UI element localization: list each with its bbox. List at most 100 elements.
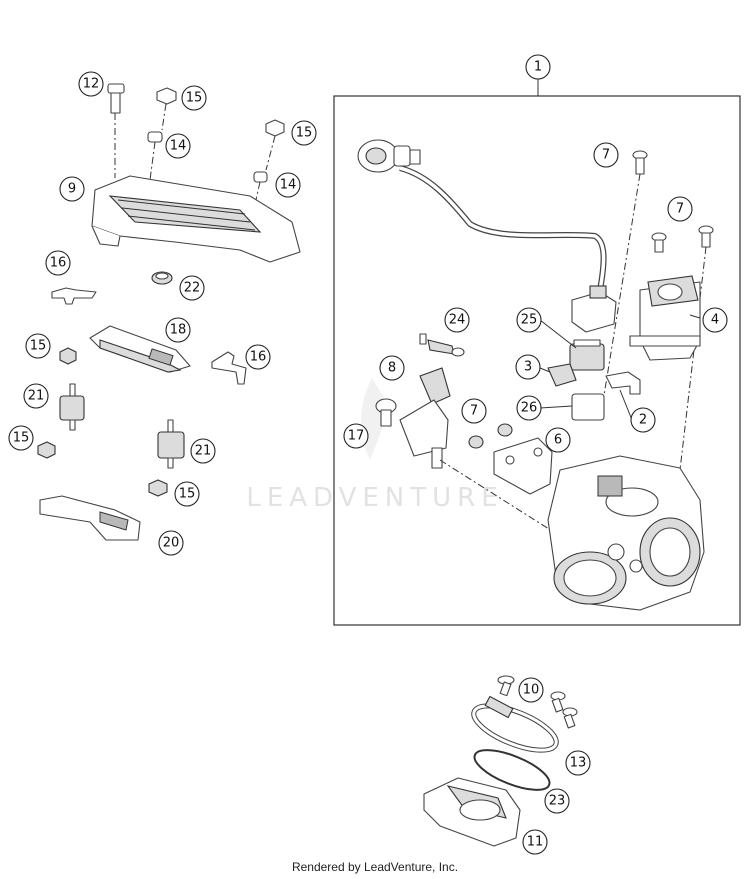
callout-23: 23 bbox=[544, 788, 570, 814]
callout-13: 13 bbox=[565, 750, 591, 776]
callout-21-b: 21 bbox=[190, 438, 216, 464]
callout-15-c-label: 15 bbox=[30, 339, 47, 354]
callout-15-a: 15 bbox=[181, 85, 207, 111]
callout-10: 10 bbox=[518, 677, 544, 703]
screws-10-part bbox=[497, 675, 578, 729]
callout-24-label: 24 bbox=[449, 313, 466, 328]
screw-7-left-part bbox=[651, 232, 667, 253]
callout-8-label: 8 bbox=[388, 361, 396, 376]
callout-20-label: 20 bbox=[163, 536, 180, 551]
callout-15-b-label: 15 bbox=[296, 126, 313, 141]
callout-1-label: 1 bbox=[534, 60, 542, 75]
injector-26-part bbox=[571, 393, 605, 421]
nut-15-lower-left-part bbox=[37, 441, 56, 459]
callout-11-label: 11 bbox=[527, 835, 544, 850]
callout-21-a-label: 21 bbox=[28, 389, 45, 404]
callout-2: 2 bbox=[630, 407, 656, 433]
callout-15-c: 15 bbox=[25, 333, 51, 359]
callout-24: 24 bbox=[444, 307, 470, 333]
callout-11: 11 bbox=[522, 829, 548, 855]
callout-15-a-label: 15 bbox=[186, 91, 203, 106]
grommet-14-top-part bbox=[147, 131, 163, 181]
callout-15-d: 15 bbox=[8, 425, 34, 451]
o-ring-23-part bbox=[473, 749, 551, 791]
nut-15-lower-right-part bbox=[148, 479, 168, 497]
grommet-22-part bbox=[151, 271, 173, 285]
callout-9: 9 bbox=[59, 176, 85, 202]
map-sensor-8-part bbox=[399, 367, 561, 537]
callout-21-a: 21 bbox=[23, 383, 49, 409]
callout-20: 20 bbox=[158, 530, 184, 556]
damper-21-left-part bbox=[59, 383, 85, 431]
callout-26-label: 26 bbox=[521, 401, 538, 416]
callout-14-b: 14 bbox=[275, 172, 301, 198]
idle-actuator-4-part bbox=[629, 275, 701, 361]
callout-16-b: 16 bbox=[245, 344, 271, 370]
screw-7-right-part bbox=[679, 225, 714, 471]
ecu-cover-9-part bbox=[91, 175, 301, 263]
bolt-12-part bbox=[107, 83, 125, 178]
callout-16-b-label: 16 bbox=[250, 350, 267, 365]
callout-3: 3 bbox=[515, 354, 541, 380]
clamp-13-part bbox=[471, 695, 559, 753]
callout-7-a: 7 bbox=[593, 142, 619, 168]
nut-15-right-part bbox=[265, 119, 285, 171]
ecu-18-part bbox=[89, 325, 191, 373]
callout-25-label: 25 bbox=[521, 313, 538, 328]
callout-7-b: 7 bbox=[667, 196, 693, 222]
callout-15-e-label: 15 bbox=[179, 487, 196, 502]
screw-7-top-part bbox=[599, 150, 648, 421]
callout-14-b-label: 14 bbox=[280, 178, 297, 193]
callout-15-e: 15 bbox=[174, 481, 200, 507]
callout-7-c: 7 bbox=[461, 398, 487, 424]
throttle-body-part bbox=[547, 455, 705, 611]
nut-15-mid-part bbox=[59, 347, 77, 365]
adapter-11-part bbox=[423, 777, 521, 847]
callout-22-label: 22 bbox=[184, 281, 201, 296]
callout-15-d-label: 15 bbox=[13, 431, 30, 446]
assembly-frame bbox=[333, 95, 741, 626]
callout-23-label: 23 bbox=[549, 794, 566, 809]
callout-12: 12 bbox=[78, 71, 104, 97]
callout-8: 8 bbox=[379, 355, 405, 381]
callout-18: 18 bbox=[165, 317, 191, 343]
callout-22: 22 bbox=[179, 275, 205, 301]
damper-21-right-part bbox=[157, 419, 185, 469]
callout-2-label: 2 bbox=[639, 413, 647, 428]
harness-connector-part bbox=[571, 285, 617, 333]
callout-16-a-label: 16 bbox=[50, 256, 67, 271]
sensor-24-part bbox=[419, 333, 465, 357]
callout-26: 26 bbox=[516, 395, 542, 421]
callout-13-label: 13 bbox=[570, 756, 587, 771]
leader-lines bbox=[539, 314, 701, 421]
bracket-20-part bbox=[39, 495, 141, 541]
footer-credit: Rendered by LeadVenture, Inc. bbox=[291, 860, 459, 874]
callout-12-label: 12 bbox=[83, 77, 100, 92]
callout-16-a: 16 bbox=[45, 250, 71, 276]
callout-6-label: 6 bbox=[554, 433, 562, 448]
callout-14-a: 14 bbox=[165, 133, 191, 159]
injector-25-part bbox=[569, 339, 605, 371]
nut-15-top-part bbox=[156, 87, 177, 131]
grommet-14-right-part bbox=[249, 171, 268, 227]
callout-7-c-label: 7 bbox=[470, 404, 478, 419]
callout-15-b: 15 bbox=[291, 120, 317, 146]
callout-21-b-label: 21 bbox=[195, 444, 212, 459]
callout-7-a-label: 7 bbox=[602, 148, 610, 163]
callout-1: 1 bbox=[525, 54, 551, 80]
watermark-text: LEADVENTURE bbox=[246, 483, 503, 513]
callout-6: 6 bbox=[545, 427, 571, 453]
screw-7-small-part bbox=[468, 423, 513, 449]
bracket-16-left-part bbox=[51, 287, 97, 305]
callout-4-label: 4 bbox=[711, 313, 719, 328]
callout-9-label: 9 bbox=[68, 182, 76, 197]
callout-10-label: 10 bbox=[523, 683, 540, 698]
callout-17-label: 17 bbox=[348, 429, 365, 444]
callout-18-label: 18 bbox=[170, 323, 187, 338]
callout-4: 4 bbox=[702, 307, 728, 333]
clip-2-part bbox=[605, 371, 641, 395]
screw-17-part bbox=[375, 398, 397, 427]
callout-17: 17 bbox=[343, 423, 369, 449]
wiring-harness-part bbox=[357, 139, 607, 291]
